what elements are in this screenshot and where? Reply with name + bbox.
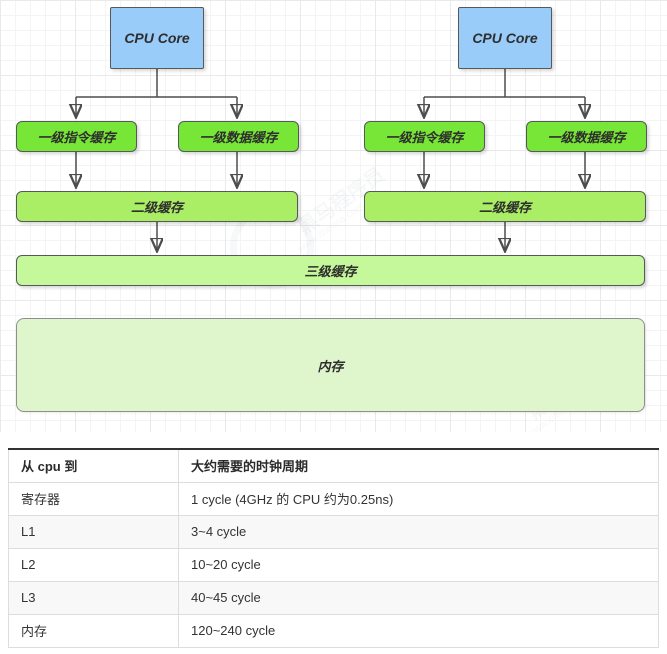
cpu-core-label: CPU Core bbox=[124, 30, 190, 46]
l1-data-cache-label: 一级数据缓存 bbox=[199, 130, 278, 145]
l1-instruction-cache-label: 一级指令缓存 bbox=[385, 130, 464, 145]
l1-instruction-cache-box-left: 一级指令缓存 bbox=[16, 121, 137, 152]
l1-data-cache-box-left: 一级数据缓存 bbox=[178, 121, 299, 152]
memory-box: 内存 bbox=[16, 318, 645, 412]
l2-cache-box-right: 二级缓存 bbox=[364, 191, 646, 222]
l2-cache-label: 二级缓存 bbox=[130, 200, 183, 215]
l1-instruction-cache-label: 一级指令缓存 bbox=[37, 130, 116, 145]
cpu-core-box-left: CPU Core bbox=[110, 7, 204, 69]
l3-cache-box: 三级缓存 bbox=[16, 255, 645, 286]
table-header-row: 从 cpu 到 大约需要的时钟周期 bbox=[8, 449, 659, 483]
row-value: 40~45 cycle bbox=[178, 581, 659, 615]
row-label: L2 bbox=[8, 548, 179, 582]
l1-data-cache-label: 一级数据缓存 bbox=[547, 130, 626, 145]
column-header-from-cpu: 从 cpu 到 bbox=[8, 449, 179, 483]
l2-cache-box-left: 二级缓存 bbox=[16, 191, 298, 222]
row-label: L1 bbox=[8, 515, 179, 549]
table-row: L1 3~4 cycle bbox=[8, 515, 659, 549]
cpu-core-box-right: CPU Core bbox=[458, 7, 552, 69]
l3-cache-label: 三级缓存 bbox=[304, 264, 357, 279]
memory-label: 内存 bbox=[317, 358, 344, 374]
table-row: 内存 120~240 cycle bbox=[8, 614, 659, 648]
cpu-latency-table: 从 cpu 到 大约需要的时钟周期 寄存器 1 cycle (4GHz 的 CP… bbox=[8, 448, 659, 648]
row-label: 寄存器 bbox=[8, 482, 179, 516]
row-value: 10~20 cycle bbox=[178, 548, 659, 582]
cpu-core-label: CPU Core bbox=[472, 30, 538, 46]
row-label: L3 bbox=[8, 581, 179, 615]
l1-data-cache-box-right: 一级数据缓存 bbox=[526, 121, 647, 152]
column-header-cycles: 大约需要的时钟周期 bbox=[178, 449, 659, 483]
row-value: 1 cycle (4GHz 的 CPU 约为0.25ns) bbox=[178, 482, 659, 516]
table-row: 寄存器 1 cycle (4GHz 的 CPU 约为0.25ns) bbox=[8, 482, 659, 516]
row-label: 内存 bbox=[8, 614, 179, 648]
table-row: L3 40~45 cycle bbox=[8, 581, 659, 615]
l2-cache-label: 二级缓存 bbox=[478, 200, 531, 215]
diagram-connectors bbox=[0, 69, 667, 432]
l1-instruction-cache-box-right: 一级指令缓存 bbox=[364, 121, 485, 152]
row-value: 3~4 cycle bbox=[178, 515, 659, 549]
row-value: 120~240 cycle bbox=[178, 614, 659, 648]
table-row: L2 10~20 cycle bbox=[8, 548, 659, 582]
cpu-cache-diagram: 黑马程序员 www.itheima.com 黑马程序员 www.itheima.… bbox=[0, 0, 667, 432]
